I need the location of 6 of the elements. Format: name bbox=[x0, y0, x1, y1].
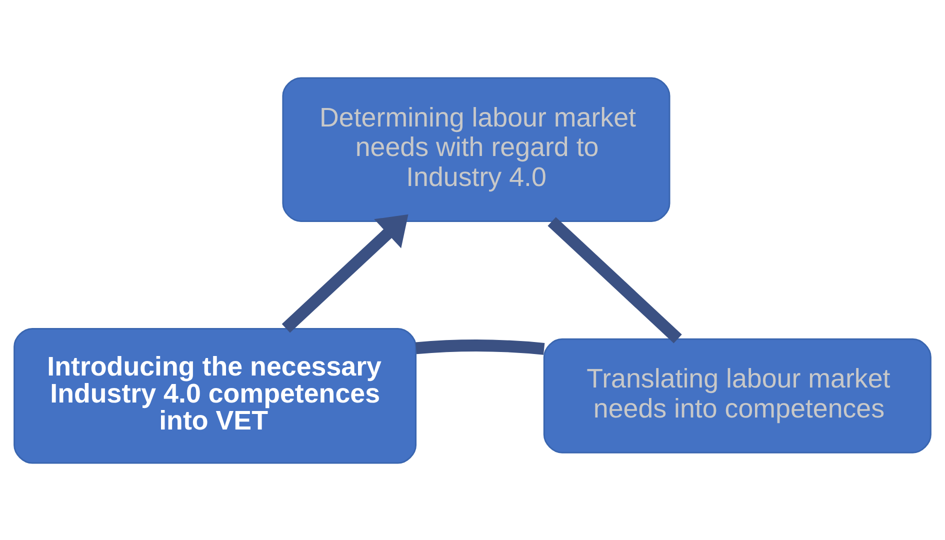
node-box: Determining labour market needs with regard to Industry 4.0 bbox=[282, 76, 670, 222]
node-box: Translating labour market needs into competences bbox=[543, 338, 932, 453]
connector bbox=[548, 216, 682, 343]
node-box: Introducing the necessary Industry 4.0 competences into VET bbox=[14, 327, 417, 464]
connector bbox=[416, 339, 545, 354]
arrow bbox=[282, 214, 408, 332]
